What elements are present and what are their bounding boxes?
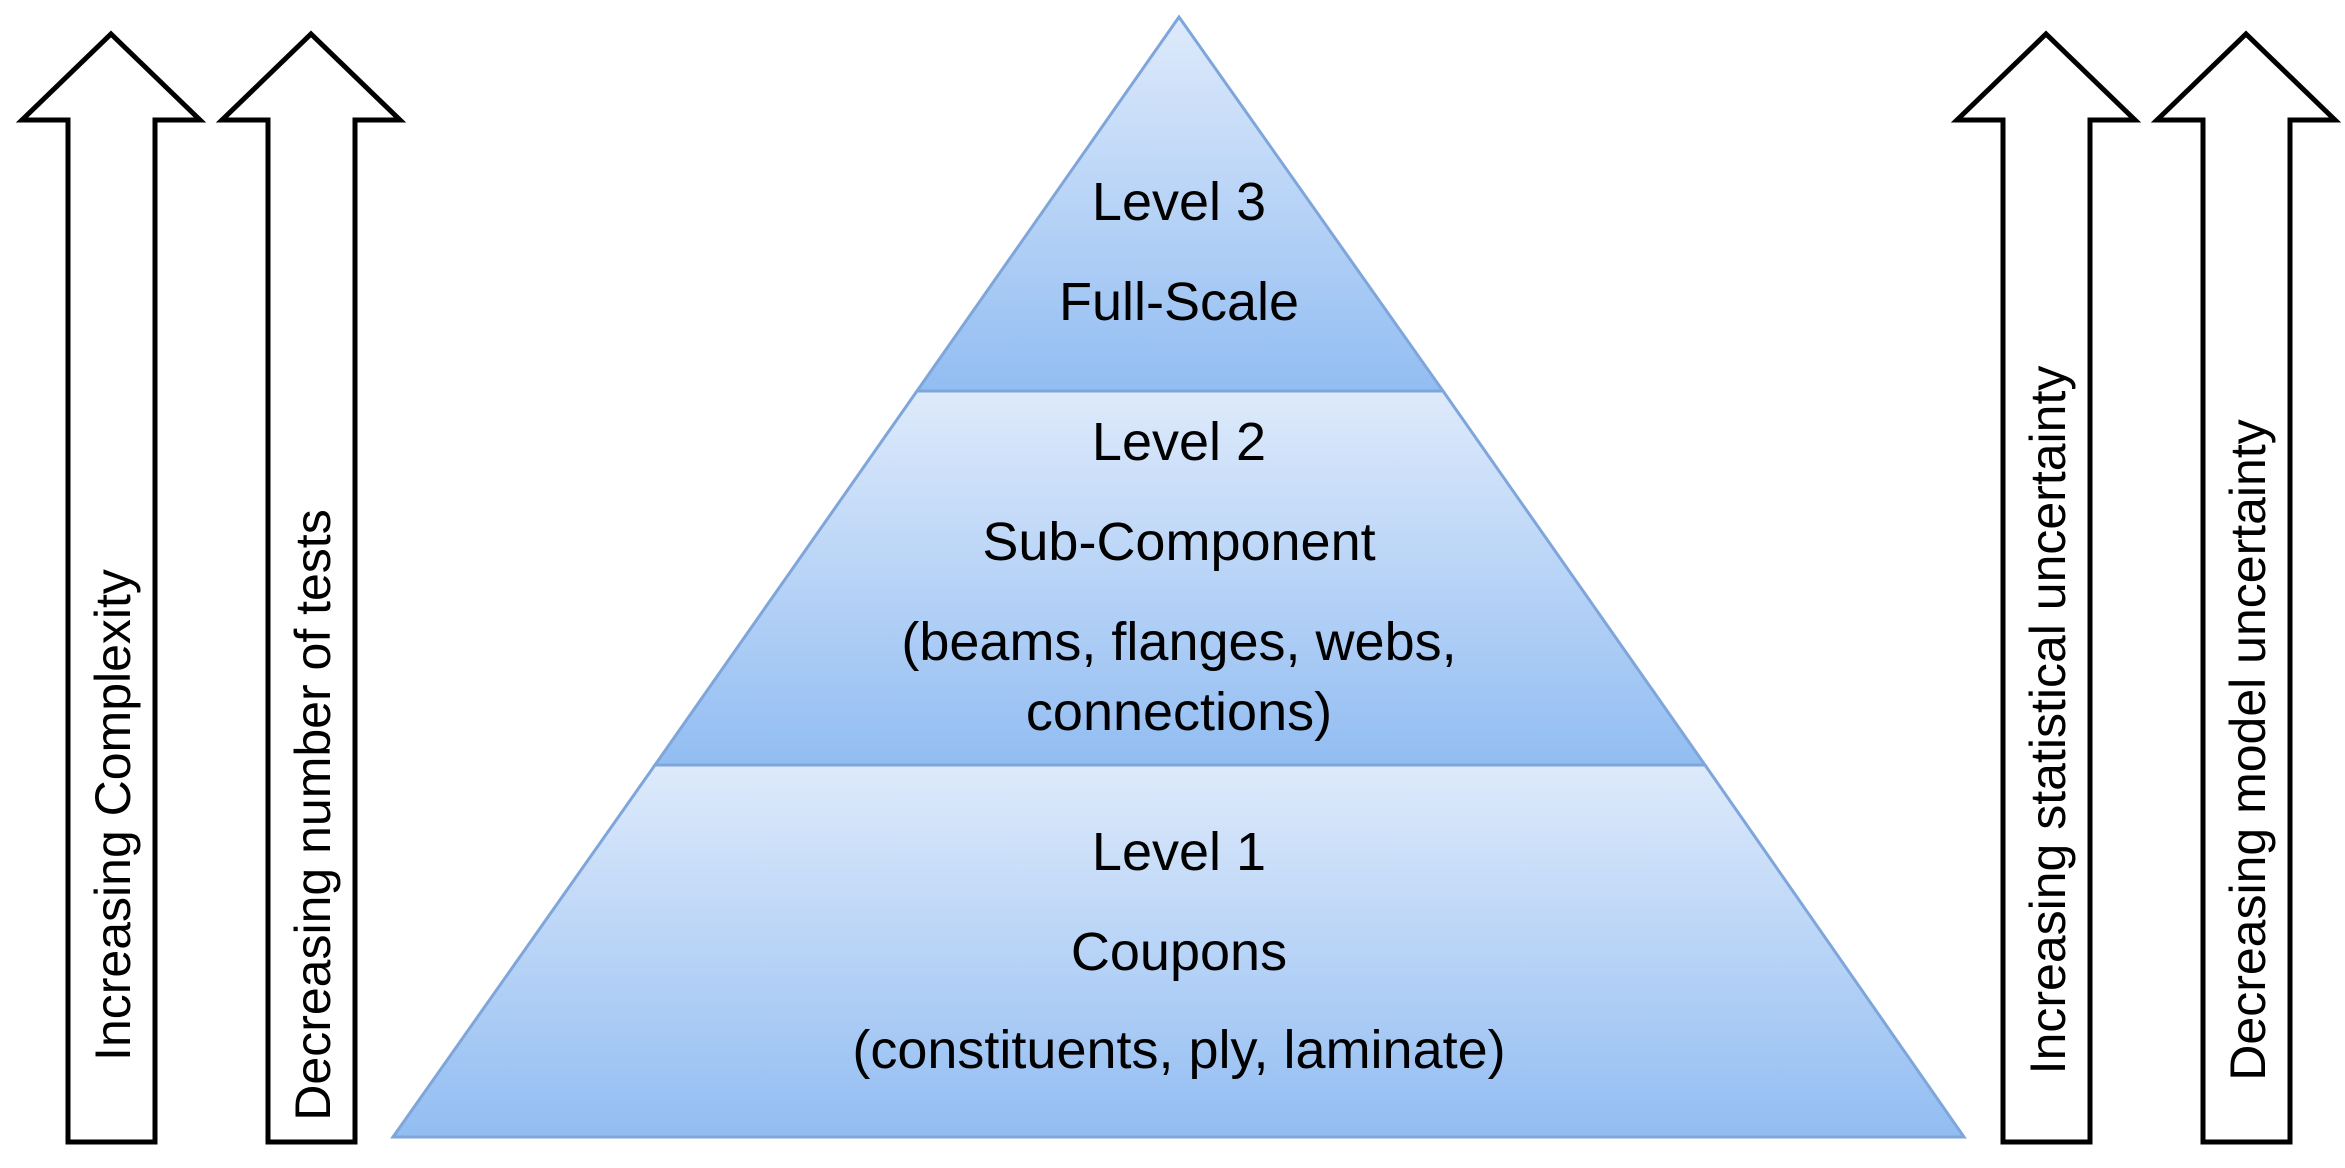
left-arrow-number-of-tests: Decreasing number of tests: [215, 30, 407, 1145]
level-2-detail-line-1: (beams, flanges, webs,: [901, 612, 1456, 672]
level-3-labels: Level 3 Full-Scale: [1059, 172, 1299, 332]
left-arrow-complexity: Increasing Complexity: [15, 30, 207, 1145]
level-1-labels: Level 1 Coupons (constituents, ply, lami…: [852, 822, 1505, 1080]
arrow-label: Decreasing model uncertainty: [2220, 419, 2276, 1080]
up-arrow-icon: [15, 30, 207, 1145]
up-arrow-icon: [215, 30, 407, 1145]
up-arrow-icon: [2150, 30, 2342, 1145]
arrow-label: Increasing statistical uncertainty: [2020, 366, 2076, 1075]
level-3-title: Level 3: [1092, 172, 1266, 232]
level-2-detail-line-2: connections): [1026, 682, 1332, 742]
level-2-name: Sub-Component: [982, 512, 1375, 572]
up-arrow-icon: [1950, 30, 2142, 1145]
level-3-name: Full-Scale: [1059, 272, 1299, 332]
arrow-label: Decreasing number of tests: [285, 509, 341, 1120]
level-2-title: Level 2: [1092, 412, 1266, 472]
pyramid-level-3: [914, 14, 1446, 393]
right-arrow-statistical-uncertainty: Increasing statistical uncertainty: [1950, 30, 2142, 1145]
level-1-detail: (constituents, ply, laminate): [852, 1020, 1505, 1080]
level-1-title: Level 1: [1092, 822, 1266, 882]
arrow-label: Increasing Complexity: [85, 569, 141, 1061]
pyramid: [390, 14, 1967, 1139]
level-1-name: Coupons: [1071, 922, 1287, 982]
level-2-labels: Level 2 Sub-Component (beams, flanges, w…: [901, 412, 1456, 742]
right-arrow-model-uncertainty: Decreasing model uncertainty: [2150, 30, 2342, 1145]
